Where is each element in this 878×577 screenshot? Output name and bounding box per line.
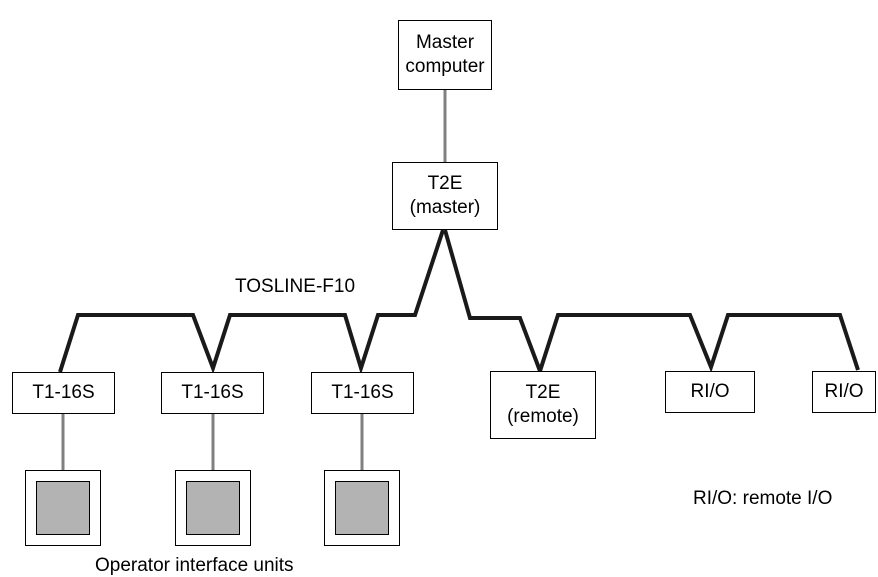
operator-panel-2	[175, 470, 251, 546]
t1-16s-3-label: T1-16S	[331, 382, 394, 403]
rio-legend: RI/O: remote I/O	[693, 488, 833, 509]
master-computer-line1: Master	[415, 32, 475, 53]
t1-16s-1-label: T1-16S	[32, 382, 95, 403]
operator-units-caption: Operator interface units	[95, 555, 294, 576]
t2e-remote-line1: T2E	[525, 382, 561, 403]
t2e-master-node: T2E (master)	[392, 162, 498, 230]
t2e-master-line2: (master)	[409, 197, 481, 218]
panel-screen-3	[335, 481, 389, 535]
t1-16s-2-label: T1-16S	[181, 382, 244, 403]
panel-screen-1	[36, 481, 90, 535]
master-computer-line2: computer	[405, 56, 485, 77]
t1-16s-node-1: T1-16S	[12, 372, 115, 414]
rio-2-label: RI/O	[824, 381, 864, 402]
rio-node-1: RI/O	[665, 371, 755, 413]
operator-panel-3	[324, 470, 400, 546]
t2e-remote-line2: (remote)	[507, 406, 579, 427]
master-computer-node: Master computer	[398, 20, 492, 90]
t2e-remote-node: T2E (remote)	[490, 371, 596, 439]
t2e-master-line1: T2E	[427, 173, 463, 194]
panel-screen-2	[186, 481, 240, 535]
t1-16s-node-3: T1-16S	[311, 372, 414, 414]
tosline-bus-left	[58, 229, 445, 375]
network-label: TOSLINE-F10	[235, 276, 356, 297]
rio-1-label: RI/O	[690, 381, 730, 402]
rio-node-2: RI/O	[812, 371, 876, 413]
tosline-bus-right	[443, 229, 860, 378]
t1-16s-node-2: T1-16S	[161, 372, 264, 414]
operator-panel-1	[25, 470, 101, 546]
